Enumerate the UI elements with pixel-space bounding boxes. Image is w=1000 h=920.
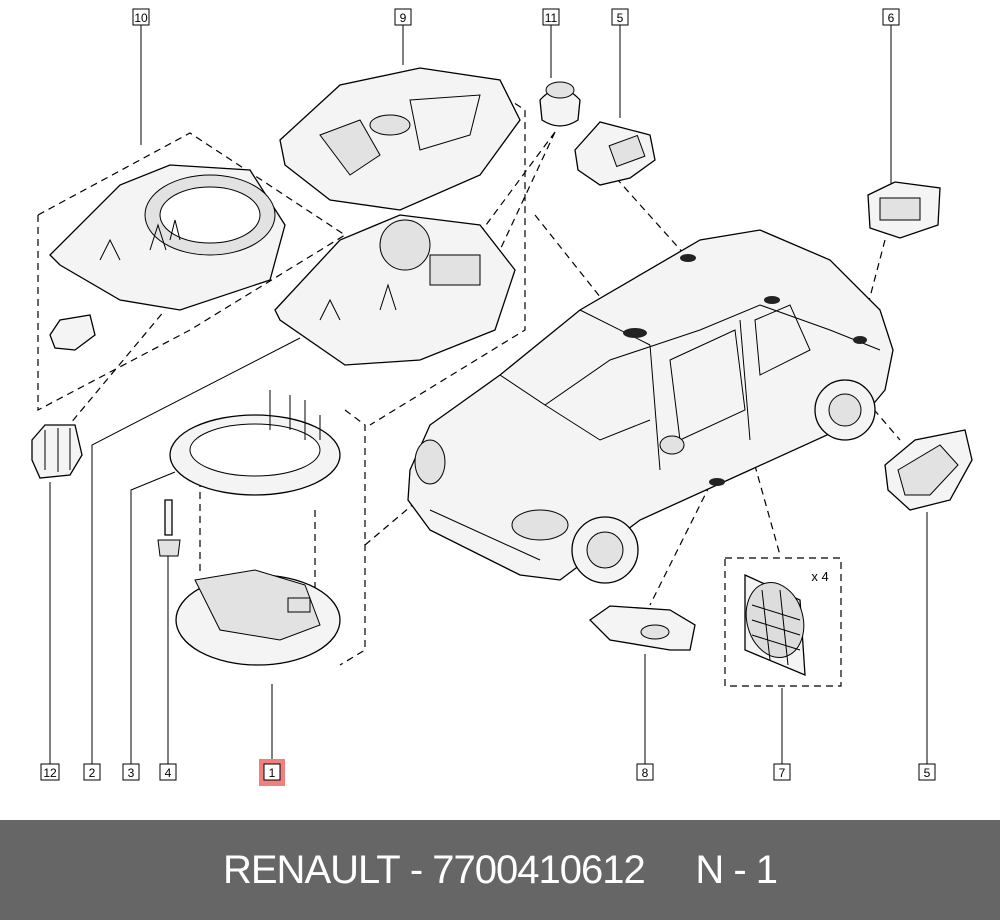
speaker-grille-group-frame — [724, 557, 842, 687]
svg-text:10: 10 — [134, 11, 148, 25]
callout-11: 11 — [542, 8, 560, 26]
svg-text:11: 11 — [545, 11, 558, 25]
gap — [645, 848, 696, 893]
callout-10: 10 — [132, 8, 150, 26]
svg-text:8: 8 — [642, 766, 649, 780]
svg-text:12: 12 — [43, 766, 57, 780]
quantity-label: x 4 — [811, 569, 828, 584]
part-5-lamp-bottom — [884, 429, 973, 511]
callout-6: 6 — [882, 8, 900, 26]
part-5-lamp-top — [574, 121, 656, 186]
diagram-suffix: N - 1 — [695, 847, 778, 892]
svg-text:2: 2 — [89, 766, 96, 780]
callout-5-top: 5 — [611, 8, 629, 26]
svg-text:6: 6 — [888, 11, 895, 25]
callout-12: 12 — [40, 763, 60, 781]
callout-7: 7 — [773, 763, 791, 781]
leader-lines — [49, 25, 928, 764]
exploded-parts-diagram: x 4 10 9 11 5 6 12 2 3 4 1 8 7 5 — [31, 8, 973, 786]
brand-name: RENAULT — [222, 847, 401, 892]
part-11-bulb — [539, 81, 581, 127]
svg-text:5: 5 — [617, 11, 624, 25]
svg-text:5: 5 — [924, 766, 931, 780]
callout-5-bottom: 5 — [918, 763, 936, 781]
part-number: 7700410612 — [432, 847, 645, 892]
part-12-connector — [31, 424, 83, 479]
part-number-footer: RENAULT - 7700410612 N - 1 — [0, 820, 1000, 920]
callout-2: 2 — [83, 763, 101, 781]
callout-9: 9 — [394, 8, 412, 26]
part-7-speaker-grille — [744, 573, 806, 677]
callout-1-highlighted: 1 — [259, 759, 285, 786]
part-1-interior-light — [175, 569, 341, 666]
callout-4: 4 — [159, 763, 177, 781]
svg-text:9: 9 — [400, 11, 407, 25]
callout-8: 8 — [636, 763, 654, 781]
part-2-light-housing-base — [274, 214, 516, 366]
svg-text:3: 3 — [128, 766, 135, 780]
part-10-light-housing-frame — [49, 164, 286, 311]
part-clip — [49, 314, 96, 351]
part-6-switch — [867, 181, 941, 239]
separator: - — [399, 847, 433, 892]
callout-3: 3 — [122, 763, 140, 781]
car-illustration — [407, 229, 894, 584]
part-8-door-light — [588, 605, 696, 651]
svg-text:1: 1 — [269, 766, 276, 780]
svg-text:7: 7 — [779, 766, 786, 780]
part-3-lens-frame — [169, 390, 341, 496]
part-4-screw — [157, 499, 181, 557]
svg-text:4: 4 — [165, 766, 172, 780]
part-9-roof-console — [279, 67, 521, 211]
